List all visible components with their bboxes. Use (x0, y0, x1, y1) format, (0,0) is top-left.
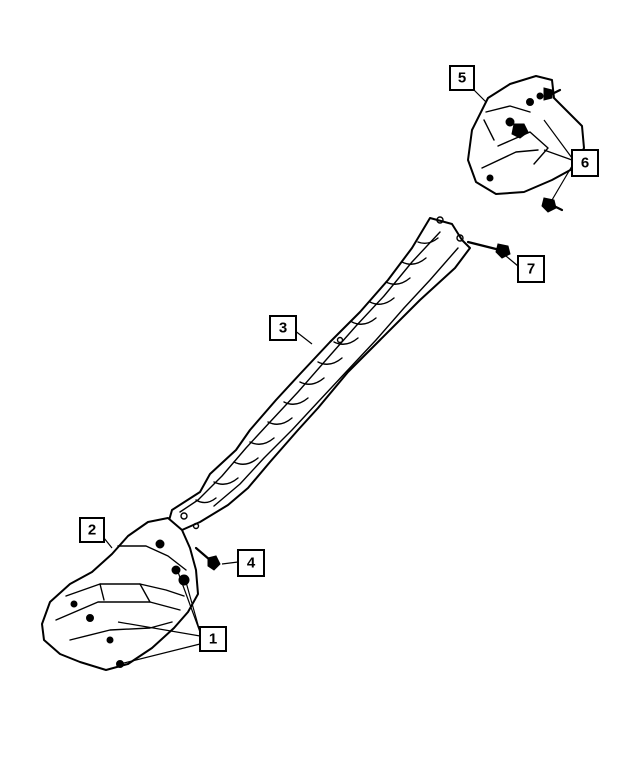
leader-lines (103, 89, 573, 665)
part-2-front-heat-shield[interactable] (41, 517, 199, 671)
callout-5: 5 (449, 65, 475, 91)
part-3-tunnel-heat-shield[interactable] (167, 216, 471, 531)
callout-5-label: 5 (458, 70, 466, 87)
part-6-fasteners[interactable] (511, 87, 564, 213)
callout-4: 4 (237, 549, 265, 577)
callout-6: 6 (571, 149, 599, 177)
callout-7-label: 7 (527, 261, 535, 278)
part-5-rear-heat-shield[interactable] (467, 75, 585, 195)
callout-2-label: 2 (88, 522, 96, 539)
callout-2: 2 (79, 517, 105, 543)
callout-6-label: 6 (581, 155, 589, 172)
callout-3: 3 (269, 315, 297, 341)
callout-3-label: 3 (279, 320, 287, 337)
callout-7: 7 (517, 255, 545, 283)
callout-4-label: 4 (247, 555, 256, 572)
callout-1: 1 (199, 626, 227, 652)
part-4-fastener[interactable] (194, 546, 221, 571)
callout-1-label: 1 (209, 631, 217, 648)
part-7-fastener[interactable] (466, 240, 511, 259)
